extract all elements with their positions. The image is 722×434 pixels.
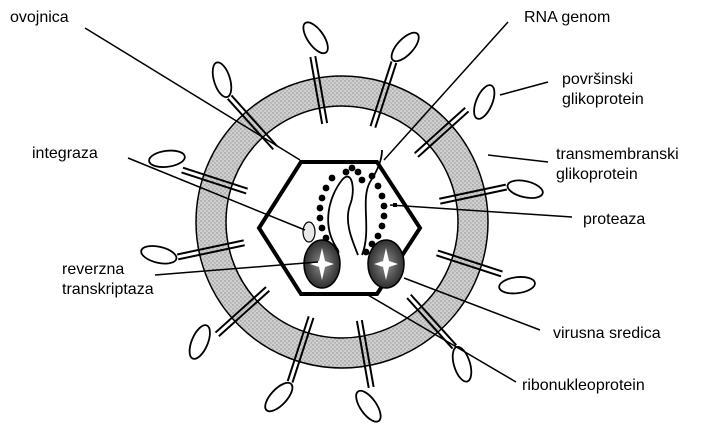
label-integraza: integraza (32, 145, 98, 162)
ribonucleoprotein-bead (379, 223, 386, 230)
label-povrsinski: površinski (562, 71, 633, 88)
ribonucleoprotein-bead (363, 249, 370, 256)
ribonucleoprotein-bead (349, 165, 356, 172)
ribonucleoprotein-bead (359, 177, 366, 184)
label-transmembranski-glikoprotein: glikoprotein (556, 166, 638, 183)
label-virusna-sredica: virusna sredica (553, 325, 661, 342)
ribonucleoprotein-bead (375, 233, 382, 240)
surface-glycoprotein-knob (185, 322, 214, 361)
ribonucleoprotein-bead (323, 185, 330, 192)
surface-glycoprotein-knob (470, 82, 499, 121)
surface-glycoprotein-knob (506, 177, 545, 201)
label-ovojnica: ovojnica (10, 9, 69, 26)
ribonucleoprotein-bead (319, 225, 326, 232)
ribonucleoprotein-bead (317, 215, 324, 222)
ribonucleoprotein-bead (381, 203, 388, 210)
surface-glycoprotein-knob (139, 243, 178, 267)
surface-glycoprotein-knob (352, 387, 386, 426)
label-reverzna: reverzna (62, 261, 124, 278)
label-rna-genom: RNA genom (524, 9, 610, 26)
ribonucleoprotein-bead (319, 195, 326, 202)
label-transmembranski: transmembranski (556, 146, 679, 163)
label-ribonukleoprotein: ribonukleoprotein (522, 377, 645, 394)
surface-glycoprotein-knob (498, 275, 536, 295)
surface-glycoprotein-knob (148, 149, 186, 169)
ribonucleoprotein-bead (343, 169, 350, 176)
integrase (303, 222, 315, 242)
surface-glycoprotein-knob (209, 60, 235, 99)
ribonucleoprotein-bead (329, 175, 336, 182)
surface-glycoprotein-knob (387, 28, 423, 65)
ribonucleoprotein-bead (379, 193, 386, 200)
ribonucleoprotein-bead (355, 169, 362, 176)
ribonucleoprotein-bead (375, 183, 382, 190)
label-proteaza: proteaza (583, 211, 645, 228)
surface-glycoprotein-knob (299, 18, 333, 57)
label-povrsinski-glikoprotein: glikoprotein (562, 91, 644, 108)
surface-glycoprotein-knob (261, 378, 297, 415)
label-transkriptaza: transkriptaza (62, 281, 154, 298)
ribonucleoprotein-bead (381, 213, 388, 220)
ribonucleoprotein-bead (369, 173, 376, 180)
